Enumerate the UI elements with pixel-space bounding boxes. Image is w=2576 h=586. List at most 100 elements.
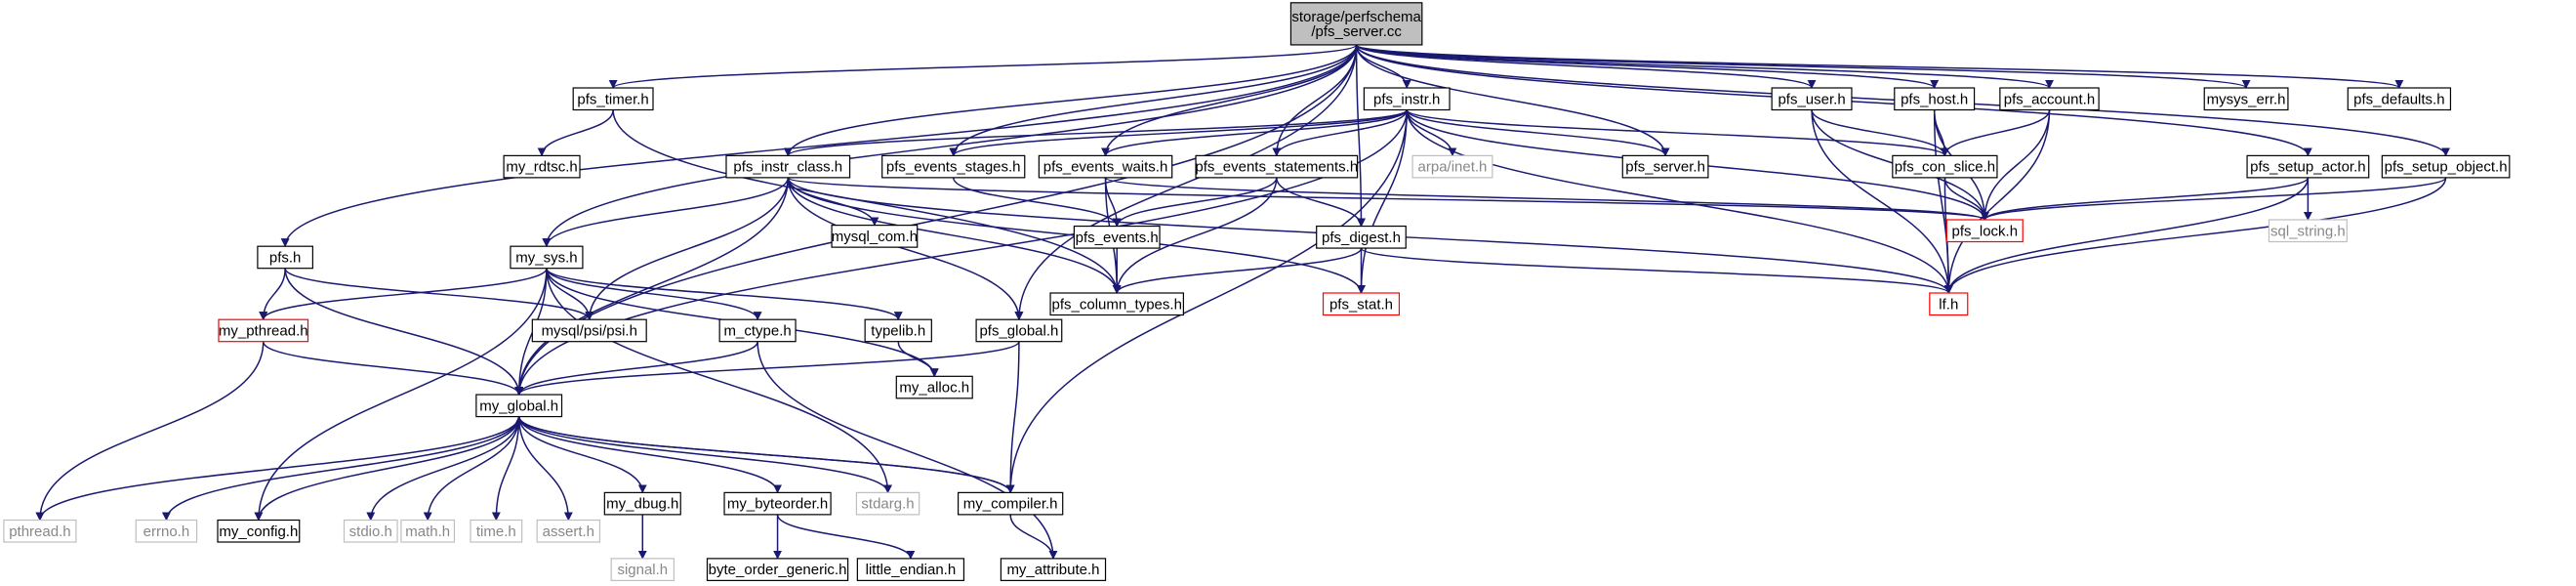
node-mysql-com-h[interactable]: mysql_com.h xyxy=(831,225,919,248)
node-box-root xyxy=(1289,2,1423,46)
edge-my-pthread-h-to-pthread-h xyxy=(35,341,265,522)
node-box-pfs-timer-h[interactable] xyxy=(572,87,654,111)
node-pfs-account-h[interactable]: pfs_account.h xyxy=(1999,87,2100,111)
node-pfs-events-waits-h[interactable]: pfs_events_waits.h xyxy=(1038,154,1173,179)
node-box-m-ctype-h[interactable] xyxy=(718,318,797,343)
node-label-stdarg-h: stdarg.h xyxy=(861,496,914,513)
node-box-mysys-err-h[interactable] xyxy=(2203,87,2289,111)
node-pfs-digest-h[interactable]: pfs_digest.h xyxy=(1316,225,1407,249)
node-label-my-dbug-h: my_dbug.h xyxy=(606,496,678,513)
node-box-pfs-h[interactable] xyxy=(257,245,313,270)
node-pfs-user-h[interactable]: pfs_user.h xyxy=(1771,87,1853,111)
node-box-my-config-h[interactable] xyxy=(217,519,301,543)
node-box-my-rdtsc-h[interactable] xyxy=(503,154,581,179)
node-box-pfs-digest-h[interactable] xyxy=(1316,225,1407,249)
node-my-attribute-h[interactable]: my_attribute.h xyxy=(1000,558,1107,581)
node-box-my-compiler-h[interactable] xyxy=(957,491,1064,516)
node-pfs-instr-class-h[interactable]: pfs_instr_class.h xyxy=(725,154,851,179)
node-box-byte-order-generic-h[interactable] xyxy=(706,558,849,581)
node-box-pfs-events-h[interactable] xyxy=(1073,225,1161,249)
node-my-pthread-h[interactable]: my_pthread.h xyxy=(218,318,309,343)
node-box-pfs-setup-actor-h[interactable] xyxy=(2246,154,2370,179)
node-box-my-global-h[interactable] xyxy=(475,394,563,418)
node-box-pfs-instr-class-h[interactable] xyxy=(725,154,851,179)
node-pfs-defaults-h[interactable]: pfs_defaults.h xyxy=(2347,87,2452,111)
node-box-arpa-inet-h xyxy=(1411,154,1493,179)
node-pfs-h[interactable]: pfs.h xyxy=(257,245,313,270)
node-label-math-h: math.h xyxy=(405,523,450,540)
node-label-pfs-setup-object-h: pfs_setup_object.h xyxy=(2385,159,2508,176)
node-m-ctype-h[interactable]: m_ctype.h xyxy=(718,318,797,343)
node-box-lf-h[interactable] xyxy=(1929,292,1969,316)
node-pfs-column-types-h[interactable]: pfs_column_types.h xyxy=(1049,292,1184,316)
node-box-pfs-column-types-h[interactable] xyxy=(1049,292,1184,316)
node-box-typelib-h[interactable] xyxy=(864,318,932,343)
node-pfs-instr-h[interactable]: pfs_instr.h xyxy=(1363,87,1451,111)
node-box-pfs-host-h[interactable] xyxy=(1894,87,1976,111)
node-label-pfs-events-waits-h: pfs_events_waits.h xyxy=(1043,159,1168,176)
edge-pfs-instr-h-to-my-compiler-h xyxy=(1005,109,1408,494)
node-my-config-h[interactable]: my_config.h xyxy=(217,519,301,543)
node-box-my-sys-h[interactable] xyxy=(510,245,584,270)
node-pfs-setup-object-h[interactable]: pfs_setup_object.h xyxy=(2381,154,2511,179)
node-pfs-con-slice-h[interactable]: pfs_con_slice.h xyxy=(1892,154,1998,179)
node-box-little-endian-h[interactable] xyxy=(856,558,965,581)
node-box-mysql-com-h[interactable] xyxy=(831,225,919,248)
node-my-sys-h[interactable]: my_sys.h xyxy=(510,245,584,270)
node-label-sql-string-h: sql_string.h xyxy=(2270,223,2346,239)
node-box-my-attribute-h[interactable] xyxy=(1000,558,1107,581)
node-mysql-psi-psi-h[interactable]: mysql/psi/psi.h xyxy=(531,318,647,343)
node-pfs-host-h[interactable]: pfs_host.h xyxy=(1894,87,1976,111)
node-box-math-h xyxy=(400,519,456,543)
node-my-alloc-h[interactable]: my_alloc.h xyxy=(895,375,973,399)
node-box-mysql-psi-psi-h[interactable] xyxy=(531,318,647,343)
node-box-my-dbug-h[interactable] xyxy=(603,491,681,516)
node-little-endian-h[interactable]: little_endian.h xyxy=(856,558,965,581)
node-my-compiler-h[interactable]: my_compiler.h xyxy=(957,491,1064,516)
node-box-pfs-events-stages-h[interactable] xyxy=(881,154,1026,179)
edge-pfs-global-h-to-my-compiler-h xyxy=(1005,341,1020,494)
node-box-pfs-stat-h[interactable] xyxy=(1322,292,1401,316)
edge-pfs-instr-h-to-pfs-con-slice-h xyxy=(1406,108,1949,157)
node-box-my-pthread-h[interactable] xyxy=(218,318,309,343)
node-box-my-byteorder-h[interactable] xyxy=(723,491,832,516)
node-box-pfs-events-statements-h[interactable] xyxy=(1195,154,1359,179)
node-box-pfs-instr-h[interactable] xyxy=(1363,87,1451,111)
node-box-pfs-events-waits-h[interactable] xyxy=(1038,154,1173,179)
node-pfs-lock-h[interactable]: pfs_lock.h xyxy=(1945,219,2024,243)
node-pfs-events-stages-h[interactable]: pfs_events_stages.h xyxy=(881,154,1026,179)
node-typelib-h[interactable]: typelib.h xyxy=(864,318,932,343)
node-byte-order-generic-h[interactable]: byte_order_generic.h xyxy=(706,558,849,581)
node-mysys-err-h[interactable]: mysys_err.h xyxy=(2203,87,2289,111)
edge-root-to-pfs-global-h xyxy=(1014,44,1358,321)
node-pfs-events-h[interactable]: pfs_events.h xyxy=(1073,225,1161,249)
node-pfs-setup-actor-h[interactable]: pfs_setup_actor.h xyxy=(2246,154,2370,179)
node-label-pfs-timer-h: pfs_timer.h xyxy=(577,91,648,107)
node-pfs-server-h[interactable]: pfs_server.h xyxy=(1621,154,1709,179)
node-pfs-timer-h[interactable]: pfs_timer.h xyxy=(572,87,654,111)
edge-my-sys-h-to-stdarg-h xyxy=(546,268,893,494)
node-pfs-stat-h[interactable]: pfs_stat.h xyxy=(1322,292,1401,316)
node-my-byteorder-h[interactable]: my_byteorder.h xyxy=(723,491,832,516)
node-box-pfs-server-h[interactable] xyxy=(1621,154,1709,179)
node-box-pfs-setup-object-h[interactable] xyxy=(2381,154,2511,179)
edge-pfs-setup-object-h-to-pfs-lock-h xyxy=(1980,177,2447,221)
node-box-my-alloc-h[interactable] xyxy=(895,375,973,399)
node-box-pfs-account-h[interactable] xyxy=(1999,87,2100,111)
node-box-pfs-global-h[interactable] xyxy=(975,318,1063,343)
node-my-global-h[interactable]: my_global.h xyxy=(475,394,563,418)
node-pfs-events-statements-h[interactable]: pfs_events_statements.h xyxy=(1195,154,1359,179)
node-lf-h[interactable]: lf.h xyxy=(1929,292,1969,316)
node-arpa-inet-h: arpa/inet.h xyxy=(1411,154,1493,179)
node-my-rdtsc-h[interactable]: my_rdtsc.h xyxy=(503,154,581,179)
node-label-assert-h: assert.h xyxy=(543,523,594,540)
node-my-dbug-h[interactable]: my_dbug.h xyxy=(603,491,681,516)
edge-pfs-h-to-my-global-h xyxy=(284,268,524,396)
node-box-stdio-h xyxy=(343,519,398,543)
edge-my-global-h-to-my-dbug-h xyxy=(517,416,647,494)
node-box-pfs-defaults-h[interactable] xyxy=(2347,87,2452,111)
node-box-pfs-lock-h[interactable] xyxy=(1945,219,2024,243)
node-box-pfs-con-slice-h[interactable] xyxy=(1892,154,1998,179)
node-box-pfs-user-h[interactable] xyxy=(1771,87,1853,111)
node-pfs-global-h[interactable]: pfs_global.h xyxy=(975,318,1063,343)
